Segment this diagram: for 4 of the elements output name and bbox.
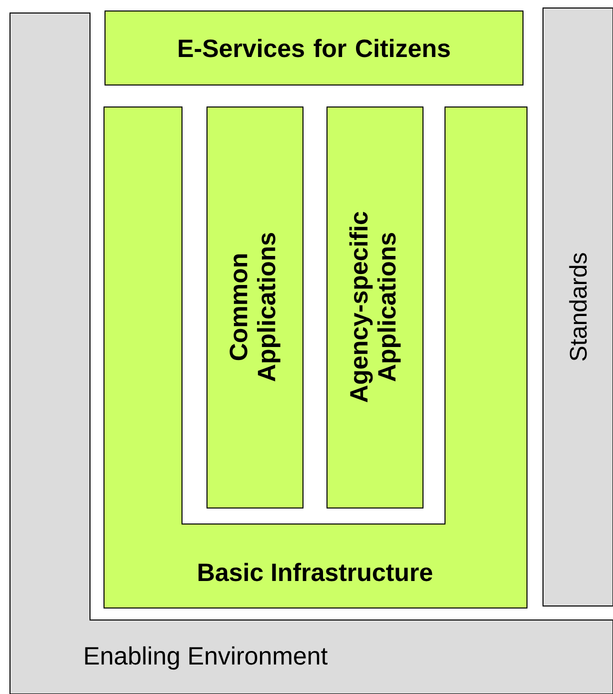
application-box: Agency-specific Applications	[326, 106, 424, 508]
standards-band: Standards	[542, 8, 613, 606]
layer-box: E-Services for Citizens	[104, 10, 524, 86]
application-box: Common Applications	[206, 106, 304, 508]
